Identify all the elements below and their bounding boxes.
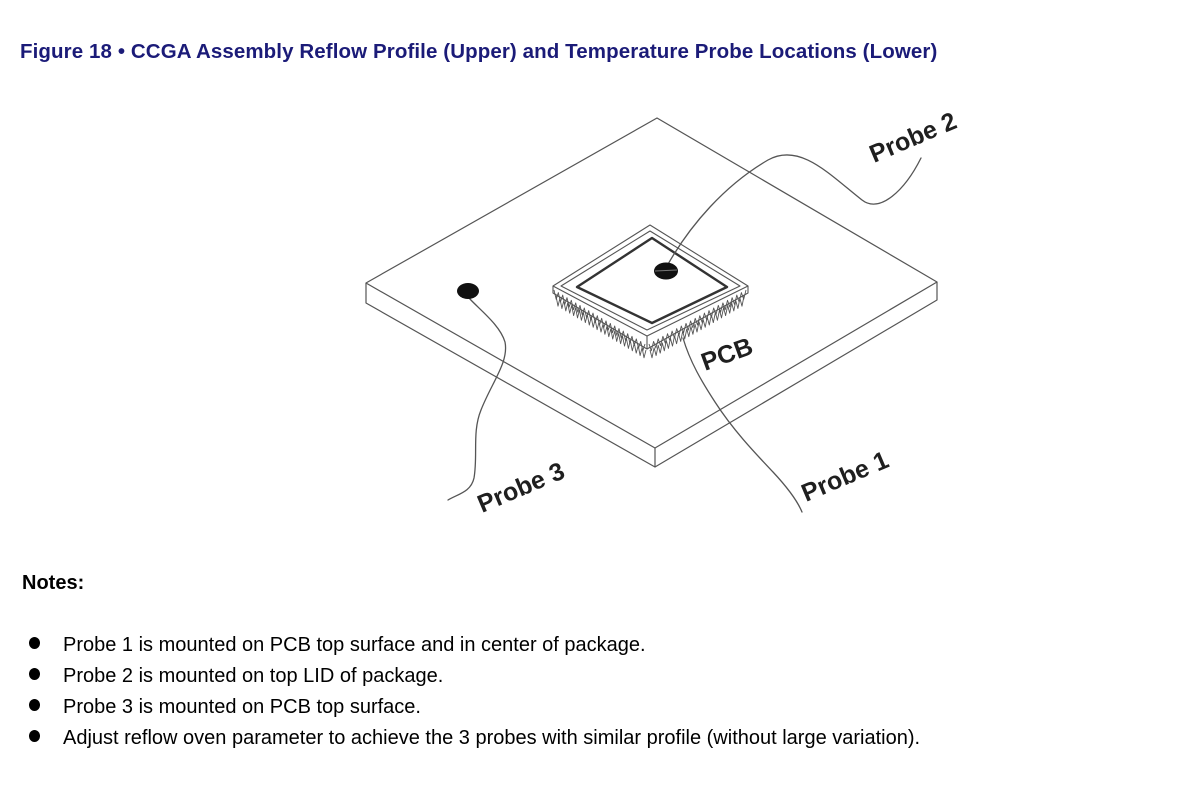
probe3-label: Probe 3 (473, 457, 568, 519)
note-item-4: Adjust reflow oven parameter to achieve … (22, 727, 1152, 749)
pcb-left-edge (365, 283, 656, 468)
package-columns-right (649, 295, 745, 359)
bullet-dot (29, 730, 40, 742)
package-body-left (552, 286, 648, 350)
note-item-2: Probe 2 is mounted on top LID of package… (22, 665, 1152, 687)
package-lid-top (575, 236, 729, 325)
ccga-package (552, 224, 749, 359)
bullet-dot (29, 699, 40, 711)
figure-caption: Figure 18 • CCGA Assembly Reflow Profile… (20, 40, 938, 63)
notes-list: Probe 1 is mounted on PCB top surface an… (22, 634, 1152, 758)
probe-wires (447, 154, 922, 513)
note-text: Probe 1 is mounted on PCB top surface an… (63, 634, 646, 656)
package-columns-right-upper (648, 289, 747, 352)
note-item-1: Probe 1 is mounted on PCB top surface an… (22, 634, 1152, 656)
pcb-board (365, 117, 938, 468)
probe1-wire (682, 337, 803, 513)
bullet-dot (29, 668, 40, 680)
probe2-wire (666, 154, 922, 267)
probe-location-diagram: Probe 2 PCB Probe 3 Probe 1 (365, 107, 961, 519)
probe1-label: Probe 1 (797, 446, 892, 508)
notes-heading: Notes: (22, 572, 85, 594)
probe2-label: Probe 2 (865, 107, 960, 169)
note-text: Adjust reflow oven parameter to achieve … (63, 727, 921, 749)
package-columns-left (555, 295, 647, 359)
pcb-label: PCB (697, 332, 756, 376)
pcb-right-edge (654, 282, 938, 468)
note-text: Probe 3 is mounted on PCB top surface. (63, 696, 421, 718)
bullet-dot (29, 637, 40, 649)
probe2-dot-crimp (654, 269, 678, 272)
note-text: Probe 2 is mounted on top LID of package… (63, 665, 444, 687)
probe3-dot (457, 283, 479, 299)
probe3-wire (447, 297, 507, 501)
note-item-3: Probe 3 is mounted on PCB top surface. (22, 696, 1152, 718)
